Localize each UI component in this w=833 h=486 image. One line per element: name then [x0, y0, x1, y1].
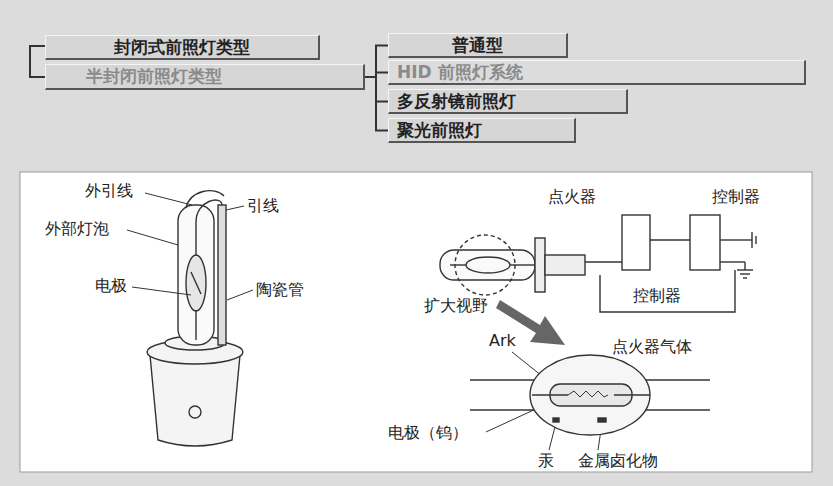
- part-label: 汞: [538, 451, 554, 471]
- part-label: 金属卤化物: [578, 451, 658, 471]
- part-label: 扩大视野: [424, 296, 488, 316]
- part-label: 外引线: [85, 181, 133, 201]
- part-label: 引线: [247, 196, 279, 216]
- node-label: HID 前照灯系统: [397, 62, 796, 82]
- part-label: 控制器: [712, 187, 760, 207]
- part-label: 电极: [95, 276, 127, 296]
- node-label: 封闭式前照灯类型: [54, 37, 310, 57]
- category-box: 聚光前照灯: [388, 118, 576, 143]
- tree-connector: [365, 77, 388, 131]
- magnified-arc-tube: [470, 355, 710, 435]
- part-label: 点火器: [548, 187, 596, 207]
- part-label: 点火器气体: [612, 337, 692, 357]
- panel: [20, 172, 812, 472]
- part-label: 电极（钨）: [388, 423, 468, 443]
- node-label: 多反射镜前照灯: [397, 91, 618, 111]
- node-label: 普通型: [397, 35, 558, 55]
- category-box: 普通型: [388, 33, 568, 58]
- node-label: 半封闭前照灯类型: [86, 66, 355, 86]
- part-label: 控制器: [633, 286, 681, 306]
- category-box: HID 前照灯系统: [388, 60, 806, 85]
- bracket: [30, 46, 45, 77]
- part-label: 外部灯泡: [45, 219, 109, 239]
- part-label: Ark: [489, 331, 516, 351]
- category-box: 封闭式前照灯类型: [45, 35, 320, 60]
- category-box: 多反射镜前照灯: [388, 89, 628, 114]
- node-label: 聚光前照灯: [397, 120, 566, 140]
- category-box: 半封闭前照灯类型: [45, 64, 365, 90]
- tree-connector: [365, 46, 388, 78]
- hid-lamp: [147, 191, 243, 446]
- part-label: 陶瓷管: [256, 280, 304, 300]
